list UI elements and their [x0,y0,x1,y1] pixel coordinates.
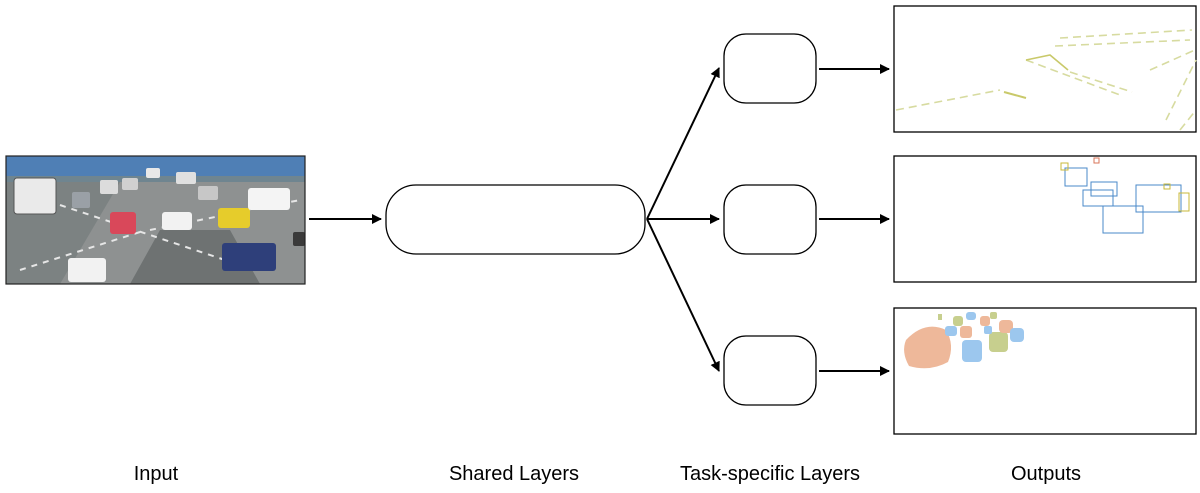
output-lane-markings [893,5,1197,133]
task-block-1 [723,33,817,104]
arrow-shared-task1 [646,67,720,220]
input-image [5,155,306,285]
label-shared-layers: Shared Layers [449,463,579,485]
output-bounding-boxes [893,155,1197,283]
task-block-3 [723,335,817,406]
task-block-2 [723,184,817,255]
arrow-shared-task3 [646,218,720,372]
label-input: Input [134,463,179,485]
label-task-specific-layers: Task-specific Layers [680,463,860,485]
label-outputs: Outputs [1011,463,1081,485]
output-segmentation [893,307,1197,435]
shared-layers-block [385,184,646,255]
